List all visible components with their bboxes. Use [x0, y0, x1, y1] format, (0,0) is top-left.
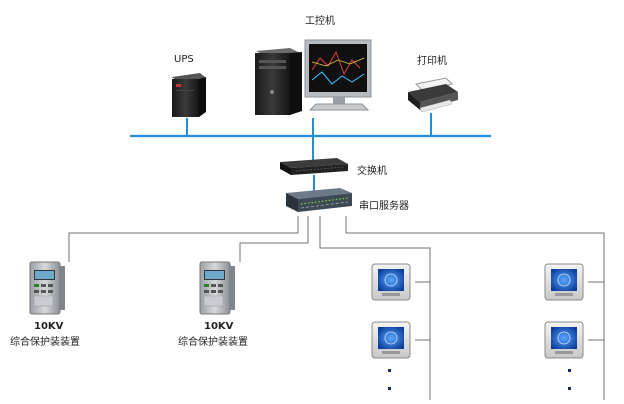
device1-name-label: 综合保护装装置 — [10, 337, 80, 348]
protection-relay-icon — [29, 261, 65, 315]
power-meter-icon — [371, 321, 411, 359]
power-meter-icon — [544, 321, 584, 359]
ipc-label: 工控机 — [305, 16, 335, 27]
device1-voltage-label: 10KV — [34, 321, 64, 332]
monitor-icon — [304, 39, 372, 111]
ups-label: UPS — [174, 54, 194, 65]
printer-label: 打印机 — [417, 56, 447, 67]
serial-server-label: 串口服务器 — [359, 201, 409, 212]
switch-icon — [280, 158, 348, 175]
power-meter-icon — [371, 263, 411, 301]
switch-label: 交换机 — [357, 166, 387, 177]
serial-server-icon — [286, 188, 352, 212]
power-meter-icon — [544, 263, 584, 301]
ethernet-bus — [130, 113, 491, 192]
device2-name-label: 综合保护装装置 — [178, 337, 248, 348]
protection-relay-icon — [199, 261, 235, 315]
continuation-dots — [388, 369, 571, 390]
ipc-tower-icon — [255, 48, 302, 115]
device2-voltage-label: 10KV — [204, 321, 234, 332]
serial-wires — [68, 216, 605, 400]
ups-icon — [172, 73, 206, 117]
printer-icon — [408, 77, 458, 113]
